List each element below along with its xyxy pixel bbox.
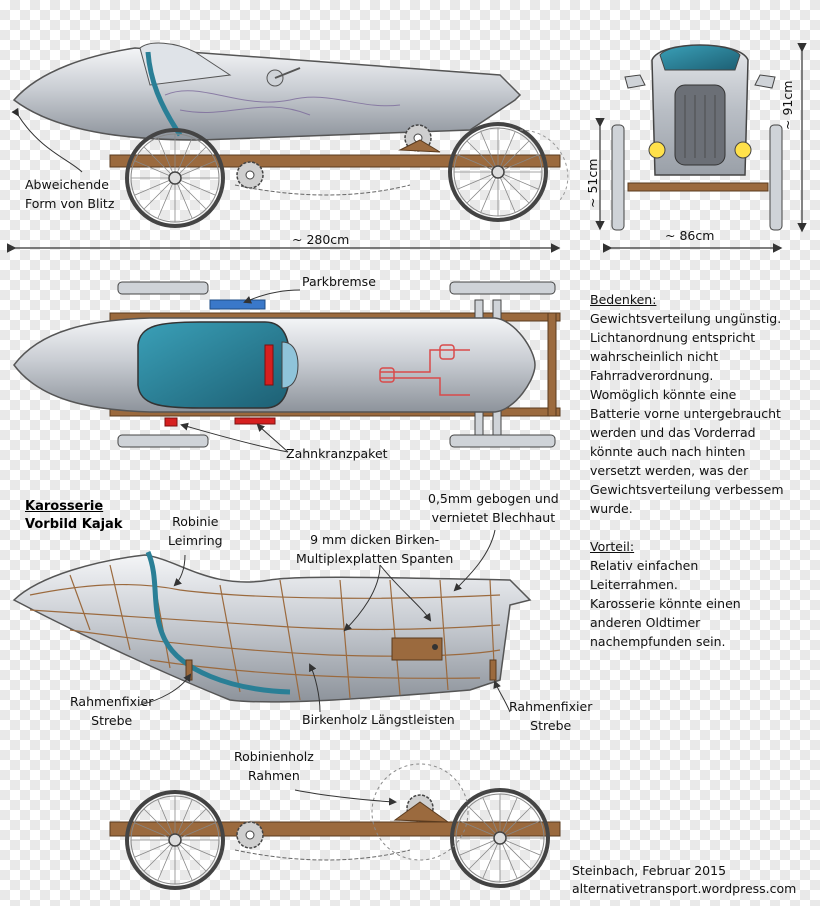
label-line: Strebe bbox=[530, 718, 572, 733]
vorteil-line: Karosserie könnte einen bbox=[590, 596, 741, 611]
credit-author: Steinbach, Februar 2015 bbox=[572, 863, 727, 878]
label-line: Abweichende bbox=[25, 177, 109, 192]
bedenken-line: Batterie vorne untergebraucht bbox=[590, 406, 781, 421]
credit-url: alternativetransport.wordpress.com bbox=[572, 881, 797, 896]
vorteil-line: nachempfunden sein. bbox=[590, 634, 726, 649]
side-cockpit bbox=[139, 42, 232, 86]
front-view bbox=[595, 42, 807, 253]
label-line: vernietet Blechhaut bbox=[431, 510, 556, 525]
label-line: 9 mm dicken Birken- bbox=[310, 532, 440, 547]
label-line: Strebe bbox=[91, 713, 133, 728]
label-line: Rahmenfixier bbox=[70, 694, 154, 709]
karosserie-view bbox=[12, 529, 532, 713]
parkbrake-lever bbox=[209, 299, 266, 310]
label-robinie-leimring: Robinie Leimring bbox=[168, 512, 223, 550]
label-abweichende-form: Abweichende Form von Blitz bbox=[25, 175, 114, 213]
karosserie-shell bbox=[12, 554, 532, 703]
karosserie-title: Karosserie Vorbild Kajak bbox=[25, 498, 122, 534]
label-line: 0,5mm gebogen und bbox=[428, 491, 559, 506]
label-line: Form von Blitz bbox=[25, 196, 115, 211]
label-line: Robinienholz bbox=[234, 749, 314, 764]
side-body-shell bbox=[12, 47, 522, 141]
top-view bbox=[13, 281, 561, 453]
bedenken-line: Gewichtsverteilung ungünstig. bbox=[590, 311, 782, 326]
bedenken-line: werden und das Vorderrad bbox=[590, 425, 756, 440]
label-zahnkranzpaket: Zahnkranzpaket bbox=[286, 446, 388, 461]
karosserie-heading: Karosserie bbox=[25, 499, 104, 514]
notes-panel: Bedenken: Gewichtsverteilung ungünstig. … bbox=[590, 290, 805, 651]
side-steering-pipe bbox=[145, 51, 183, 137]
dimension-wheel: ~ 51cm bbox=[585, 158, 600, 208]
dimension-length: ~ 280cm bbox=[292, 232, 350, 247]
bedenken-line: wahrscheinlich nicht bbox=[590, 349, 719, 364]
vorteil-line: Relativ einfachen bbox=[590, 558, 699, 573]
label-line: Rahmen bbox=[248, 768, 300, 783]
label-laengsleisten: Birkenholz Längstleisten bbox=[302, 712, 455, 727]
bedenken-heading: Bedenken: bbox=[590, 292, 657, 307]
bedenken-line: Womöglich könnte eine bbox=[590, 387, 737, 402]
bedenken-line: Gewichtsverteilung verbessem bbox=[590, 482, 784, 497]
bedenken-line: Lichtanordnung entspricht bbox=[590, 330, 756, 345]
side-frame-beam bbox=[109, 154, 561, 168]
dimension-width: ~ 86cm bbox=[665, 228, 715, 243]
label-line: Leimring bbox=[168, 533, 223, 548]
label-line: Multiplexplatten Spanten bbox=[296, 551, 454, 566]
label-rahmenfixier-right: Rahmenfixier Strebe bbox=[509, 697, 592, 735]
label-robinienholz-rahmen: Robinienholz Rahmen bbox=[234, 747, 314, 785]
vorteil-heading: Vorteil: bbox=[590, 539, 635, 554]
label-parkbremse: Parkbremse bbox=[302, 274, 376, 289]
bedenken-line: könnte auch nach hinten bbox=[590, 444, 746, 459]
bedenken-line: versetzt werden, was der bbox=[590, 463, 749, 478]
label-line: Robinie bbox=[172, 514, 219, 529]
dimension-height: ~ 91cm bbox=[780, 80, 795, 130]
credit: Steinbach, Februar 2015 alternativetrans… bbox=[572, 862, 796, 898]
label-line: Rahmenfixier bbox=[509, 699, 593, 714]
bedenken-line: Fahrradverordnung. bbox=[590, 368, 714, 383]
karosserie-subheading: Vorbild Kajak bbox=[25, 517, 123, 532]
bedenken-line: wurde. bbox=[590, 501, 633, 516]
side-view bbox=[6, 42, 569, 253]
frame-view bbox=[109, 763, 561, 890]
label-spanten: 9 mm dicken Birken- Multiplexplatten Spa… bbox=[296, 530, 453, 568]
vorteil-line: anderen Oldtimer bbox=[590, 615, 701, 630]
label-rahmenfixier-left: Rahmenfixier Strebe bbox=[70, 692, 153, 730]
vorteil-line: Leiterrahmen. bbox=[590, 577, 678, 592]
label-blechhaut: 0,5mm gebogen und vernietet Blechhaut bbox=[428, 489, 559, 527]
